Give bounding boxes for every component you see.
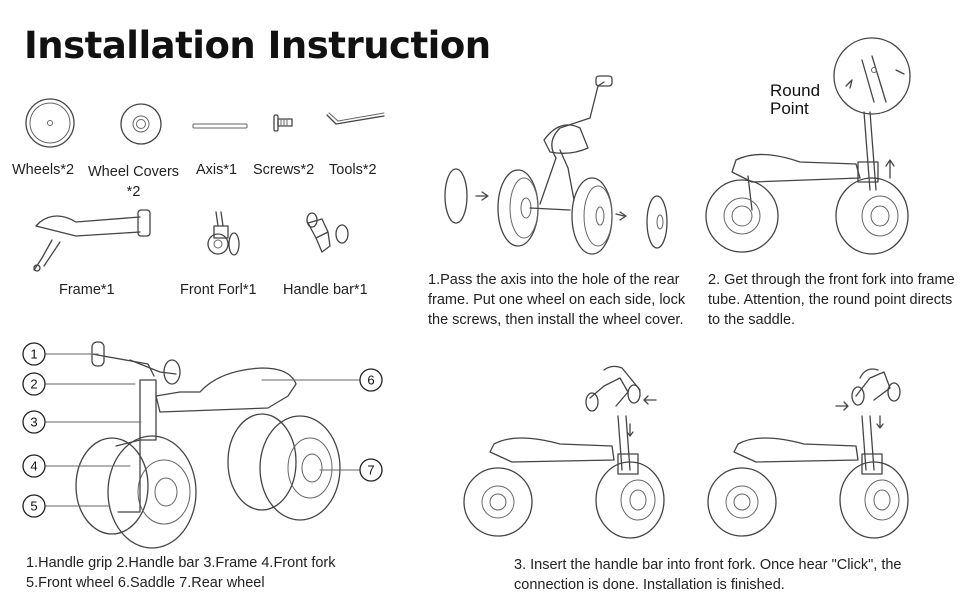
legend-line-1: 1.Handle grip 2.Handle bar 3.Frame 4.Fro… (26, 555, 336, 571)
callout-5: 5 (22, 494, 46, 518)
part-label-tools: Tools*2 (329, 162, 377, 178)
page-title: Installation Instruction (24, 24, 491, 67)
step1-illustration (444, 75, 668, 255)
part-label-wheels: Wheels*2 (12, 162, 75, 178)
step2-text: 2. Get through the front fork into frame… (708, 272, 955, 328)
svg-text:5: 5 (30, 499, 37, 514)
axis-icon (192, 123, 248, 129)
callout-7: 7 (359, 458, 383, 482)
legend-line-2: 5.Front wheel 6.Saddle 7.Rear wheel (26, 575, 265, 591)
step3-illustration-left (463, 365, 665, 539)
step1-text: 1.Pass the axis into the hole of the rea… (428, 272, 686, 328)
callout-6: 6 (359, 368, 383, 392)
part-label-wheel-covers: Wheel Covers *2 (88, 164, 180, 200)
step3-text: 3. Insert the handle bar into front fork… (514, 557, 902, 593)
labelled-diagram (44, 341, 361, 549)
round-point-label: Round Point (770, 81, 821, 118)
screw-icon (273, 114, 293, 132)
front-fork-icon (207, 211, 240, 256)
part-label-screws: Screws*2 (253, 162, 315, 178)
svg-text:4: 4 (30, 459, 37, 474)
svg-text:1: 1 (30, 347, 37, 362)
svg-text:7: 7 (367, 463, 374, 478)
svg-text:3: 3 (30, 415, 37, 430)
callout-4: 4 (22, 454, 46, 478)
callout-1: 1 (22, 342, 46, 366)
callout-2: 2 (22, 372, 46, 396)
wheel-cover-icon (120, 103, 162, 145)
part-label-axis: Axis*1 (196, 162, 238, 178)
part-label-frame: Frame*1 (59, 282, 115, 298)
part-label-front-fork: Front Forl*1 (180, 282, 257, 298)
svg-text:6: 6 (367, 373, 374, 388)
frame-icon (33, 209, 151, 272)
callout-3: 3 (22, 410, 46, 434)
wheel-icon (25, 98, 75, 148)
svg-text:2: 2 (30, 377, 37, 392)
step3-illustration-right (707, 368, 909, 539)
part-label-handle-bar: Handle bar*1 (283, 282, 368, 298)
step2-illustration (705, 37, 911, 255)
handle-bar-icon (306, 212, 349, 253)
allen-key-icon (326, 112, 385, 125)
